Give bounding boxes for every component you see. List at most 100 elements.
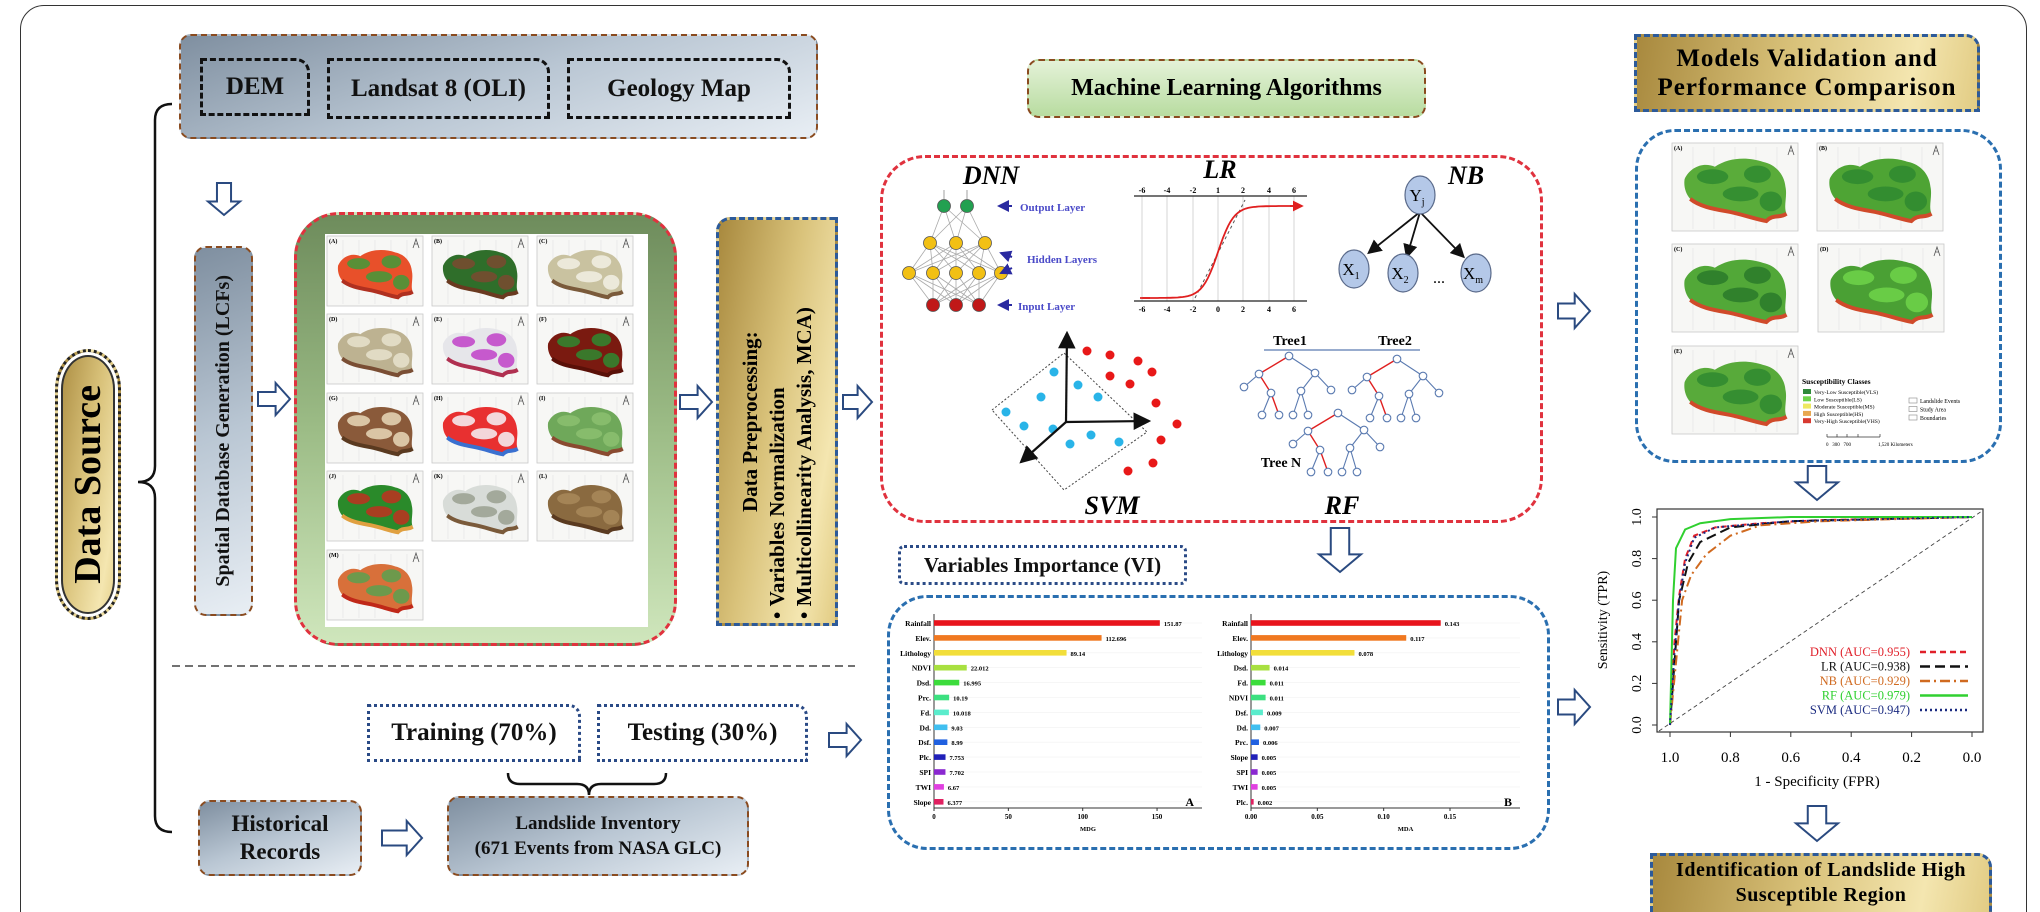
map-label: (A) [1674, 145, 1682, 152]
vi-bar [1251, 724, 1261, 731]
right-arrow-icon [842, 383, 874, 421]
legend-swatch [1908, 406, 1918, 412]
vi-bar [1251, 754, 1258, 760]
map-south-edge [446, 435, 519, 457]
data-source-brace [137, 102, 173, 834]
validation-map: (A) [1671, 142, 1799, 232]
map-patch [365, 349, 393, 361]
map-patch [498, 274, 515, 290]
final-output-line2: Susceptible Region [1735, 884, 1907, 906]
lcf-map: (M) [326, 549, 424, 621]
rf-node [1375, 442, 1385, 452]
vi-value-label: 0.005 [1262, 755, 1277, 762]
dnn-hidden-layers-label: Hidden Layers [1027, 254, 1098, 266]
vi-tick-label: 0.00 [1245, 813, 1258, 821]
vi-value-label: 10.19 [953, 696, 968, 703]
north-arrow-icon [412, 394, 420, 406]
source-geology-map: Geology Map [567, 58, 791, 119]
map-patch [1696, 169, 1729, 185]
vi-value-label: 0.143 [1445, 621, 1460, 628]
svm-class-a-point [1093, 392, 1103, 402]
preprocessing-item: • Multicollinearity Analysis, MCA) [791, 307, 816, 619]
dnn-edge [908, 272, 957, 306]
lr-bottom-tick: 0 [1216, 305, 1220, 314]
map-south-edge [551, 435, 624, 457]
vi-category-label: Fd. [920, 708, 931, 717]
rf-node [1284, 351, 1294, 361]
legend-title: Susceptibility Classes [1802, 377, 1871, 386]
map-south-edge [341, 513, 414, 535]
map-patch [347, 336, 371, 348]
vi-value-label: 7.753 [950, 755, 965, 762]
map-patch [1888, 165, 1916, 183]
map-accents [1696, 165, 1783, 212]
vi-bar [1251, 679, 1266, 686]
map-patch [1842, 270, 1875, 286]
down-arrow-icon [1793, 805, 1841, 843]
lcf-map-grid: (A)(B)(C)(D)(E)(F)(G)(H)(I)(J)(K)(L)(M) [326, 235, 634, 621]
map-patch [470, 506, 498, 518]
roc-x-tick-label: 0.8 [1721, 750, 1740, 766]
right-arrow-icon [1557, 687, 1592, 727]
map-patch [498, 509, 515, 525]
vi-category-label: Dsd. [1234, 664, 1249, 673]
map-accents [452, 333, 515, 368]
map-patch [1696, 372, 1729, 388]
legend-swatch [1803, 418, 1811, 424]
svm-class-b-point [1082, 346, 1092, 356]
map-south-edge [1689, 400, 1788, 427]
vi-value-label: 0.117 [1410, 636, 1425, 643]
vi-panel-letter: A [1185, 795, 1194, 809]
svm-class-a-point [1073, 380, 1083, 390]
map-patch [1867, 186, 1904, 202]
roc-x-tick-label: 0.4 [1842, 750, 1861, 766]
lr-bottom-tick: -4 [1164, 305, 1171, 314]
map-patch [452, 493, 476, 505]
dnn-edge [929, 242, 1002, 274]
data-source-label: Data Source [67, 385, 109, 584]
rf-node [1382, 413, 1392, 423]
vi-value-label: 8.99 [951, 740, 963, 747]
validation-map: (B) [1816, 142, 1944, 232]
vi-bar [934, 754, 946, 760]
north-arrow-icon [412, 472, 420, 484]
map-patch [393, 588, 410, 604]
historical-records-box: Historical Records [198, 800, 362, 876]
vi-value-label: 9.03 [951, 725, 963, 732]
svm-hyperplane [991, 352, 1148, 491]
map-accents [1842, 266, 1929, 313]
map-south-edge [1834, 197, 1933, 224]
lr-linear-fit [1194, 199, 1246, 299]
roc-legend-label: NB (AUC=0.929) [1820, 674, 1910, 688]
map-patch [1759, 292, 1783, 313]
down-arrow-icon [1793, 465, 1841, 502]
map-patch [575, 349, 603, 361]
dnn-node [972, 266, 986, 280]
map-patch [591, 490, 612, 504]
map-patch [347, 258, 371, 270]
map-accents [452, 490, 515, 525]
map-label: (C) [1674, 246, 1682, 253]
rf-node [1374, 391, 1384, 401]
map-label: (B) [434, 238, 442, 245]
svm-class-b-point [1172, 419, 1182, 429]
rf-node [1296, 386, 1306, 396]
vi-category-label: TWI [1233, 783, 1249, 792]
map-patch [1722, 186, 1759, 202]
north-arrow-icon [622, 394, 630, 406]
testing-split-box: Testing (30%) [597, 704, 808, 762]
lcf-map: (A) [326, 235, 424, 307]
legend-item: Very-High Susceptible(VHS) [1814, 418, 1880, 425]
nb-child-node [1460, 253, 1492, 293]
dnn-edge [908, 242, 957, 274]
vi-category-label: Prc. [1235, 738, 1248, 747]
final-output-line1: Identification of Landslide High [1676, 859, 1966, 881]
map-patch [486, 490, 507, 504]
nb-child-node [1387, 253, 1419, 293]
vi-category-label: SPI [919, 768, 931, 777]
dnn-edge [943, 205, 986, 244]
vi-bar [1251, 664, 1270, 671]
ml-title: Machine Learning Algorithms [1071, 75, 1382, 101]
